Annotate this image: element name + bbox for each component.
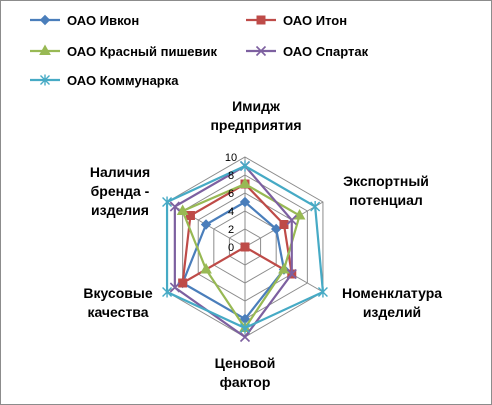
legend-marker-3 [255,45,267,57]
series-3-point-5 [169,201,180,212]
legend-item-0: ОАО Ивкон [30,13,139,28]
legend-label-1: ОАО Итон [283,13,347,28]
tick-layer: 0 2 4 6 8 10 [225,152,237,254]
series-3-point-2 [286,268,297,280]
legend-marker-2 [39,44,51,55]
legend-item-2: ОАО Красный пишевик [30,44,218,59]
legend-label-0: ОАО Ивкон [67,13,139,28]
series-2-point-2 [278,262,290,274]
legend-marker-4 [40,74,50,86]
series-4-point-4 [162,286,173,298]
series-2-point-5 [176,204,189,215]
series-4 [162,160,328,334]
series-3-point-4 [169,282,180,293]
legend-item-3: ОАО Спартак [246,44,369,59]
legend-label-4: ОАО Коммунарка [67,73,179,88]
series-2-point-1 [293,208,306,220]
legend-item-4: ОАО Коммунарка [30,73,179,88]
series-1-point-5 [185,211,195,220]
series-1-point-1 [279,220,289,229]
series-layer [162,160,328,343]
series-3 [169,160,297,343]
series-0-point-0 [239,196,251,208]
series-2-point-4 [200,262,212,274]
tick-label-10: 10 [225,152,237,164]
tick-label-6: 6 [228,188,234,200]
series-4-point-3 [240,322,250,334]
legend-label-3: ОАО Спартак [283,44,369,59]
series-4-point-2 [317,286,328,298]
series-0-point-5 [200,219,212,230]
legend-marker-1 [256,15,266,25]
tick-label-8: 8 [228,170,234,182]
legend-marker-0 [39,14,51,26]
series-1-point-3 [240,242,250,252]
tick-label-4: 4 [228,206,234,218]
series-4-point-5 [162,196,173,208]
tick-label-2: 2 [228,224,234,236]
series-4-point-1 [310,201,321,212]
series-2-point-0 [239,177,251,188]
series-3-point-3 [239,331,251,343]
legend-label-2: ОАО Красный пишевик [67,44,218,59]
series-1-point-4 [178,278,188,288]
series-4-point-0 [240,160,250,172]
legend-item-1: ОАО Итон [246,13,347,28]
series-3-point-1 [286,214,297,226]
tick-label-0: 0 [228,242,234,254]
series-0-point-1 [270,223,282,235]
